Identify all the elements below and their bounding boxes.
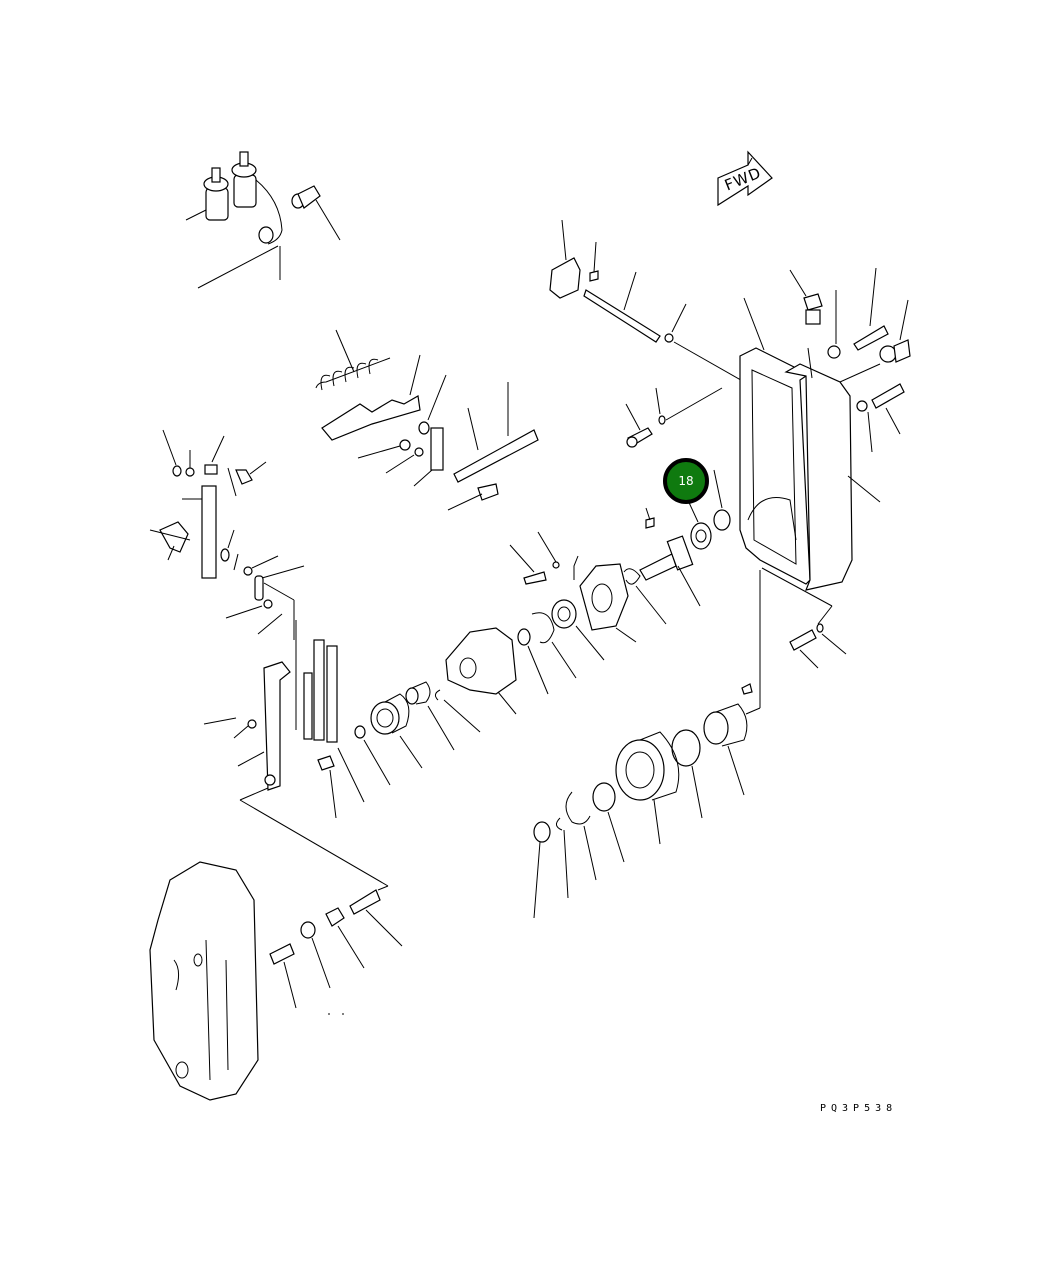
figure-code: PQ3P538 <box>820 1103 898 1114</box>
lever-bracket-part <box>321 354 421 441</box>
governor-cover-part <box>739 297 881 715</box>
bearing-assembly-left <box>354 681 481 786</box>
lower-small-parts <box>269 885 403 1015</box>
forward-arrow-icon <box>717 150 773 207</box>
link-arm-group <box>203 620 389 887</box>
bearing-assembly-lower <box>533 703 748 919</box>
callout-18[interactable]: 18 <box>663 458 709 504</box>
valve-pair-part <box>185 151 283 289</box>
top-rod-group <box>549 219 791 448</box>
sleeve-part <box>291 185 341 241</box>
lock-nut-part <box>690 522 712 550</box>
callout-number: 18 <box>678 474 694 488</box>
spring-part <box>315 329 391 391</box>
cover-hardware <box>741 267 911 695</box>
pump-housing-part <box>149 861 259 1101</box>
bearing-assembly-center <box>509 531 637 695</box>
flyweight-holder-part <box>445 627 517 715</box>
left-linkage-group <box>149 429 305 640</box>
drive-shaft-group <box>623 469 731 625</box>
small-parts-cluster <box>357 374 539 511</box>
